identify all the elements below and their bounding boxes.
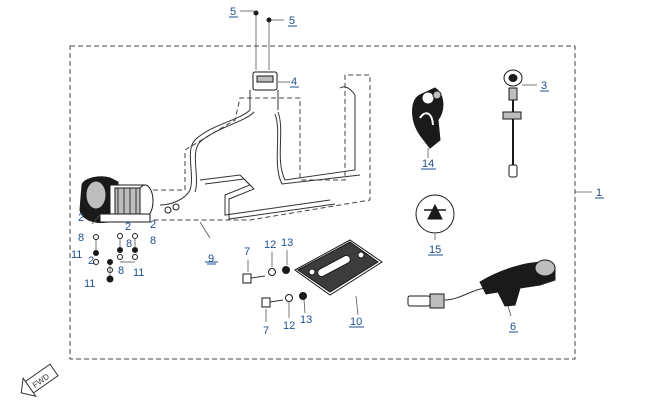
motor-mount-hardware (91, 214, 138, 283)
callout-4: 4 (291, 76, 297, 88)
rope-end-part-3 (502, 69, 537, 178)
fairlead-bolts (242, 250, 307, 322)
callout-11-a: 11 (71, 249, 82, 261)
callout-11-c: 11 (84, 278, 95, 290)
callout-2-b: 2 (125, 221, 131, 233)
callout-labels: 5 5 4 3 14 1 15 6 10 9 7 12 13 7 12 13 2… (71, 6, 602, 337)
callout-10: 10 (350, 316, 362, 328)
callout-underlines (207, 16, 604, 333)
callout-5-right: 5 (289, 15, 295, 27)
callout-12-top: 12 (264, 239, 276, 251)
callout-2-a: 2 (78, 212, 84, 224)
fuse-holder-part-4 (249, 71, 290, 110)
harness-region-outline (149, 74, 371, 221)
warning-label-part-15 (415, 194, 455, 240)
callout-12-bottom: 12 (283, 320, 295, 332)
winch-motor (79, 176, 154, 223)
wiring-harness-part-9 (159, 86, 361, 263)
callout-13-top: 13 (281, 237, 293, 249)
callout-1: 1 (596, 187, 602, 199)
callout-11-b: 11 (133, 267, 144, 279)
hook-part-14 (412, 87, 444, 158)
callout-14: 14 (422, 158, 434, 170)
callout-7-bottom: 7 (263, 325, 269, 337)
callout-3: 3 (541, 80, 547, 92)
callout-8-a: 8 (78, 232, 84, 244)
callout-8-b: 8 (126, 238, 132, 250)
callout-8-d: 8 (118, 265, 124, 277)
callout-15: 15 (429, 244, 441, 256)
fairlead-part-10 (294, 239, 383, 316)
fuse-part-5 (240, 10, 284, 70)
callout-2-c: 2 (150, 219, 156, 231)
callout-6: 6 (510, 321, 516, 333)
callout-5-left: 5 (230, 6, 236, 18)
callout-7-top: 7 (244, 246, 250, 258)
callout-9: 9 (208, 253, 214, 265)
forward-direction-badge: FWD (20, 363, 59, 397)
callout-8-c: 8 (150, 235, 156, 247)
remote-control-part-6 (407, 259, 556, 317)
callout-13-bottom: 13 (300, 314, 312, 326)
callout-2-d: 2 (88, 255, 94, 267)
assembly-boundary (69, 45, 576, 360)
